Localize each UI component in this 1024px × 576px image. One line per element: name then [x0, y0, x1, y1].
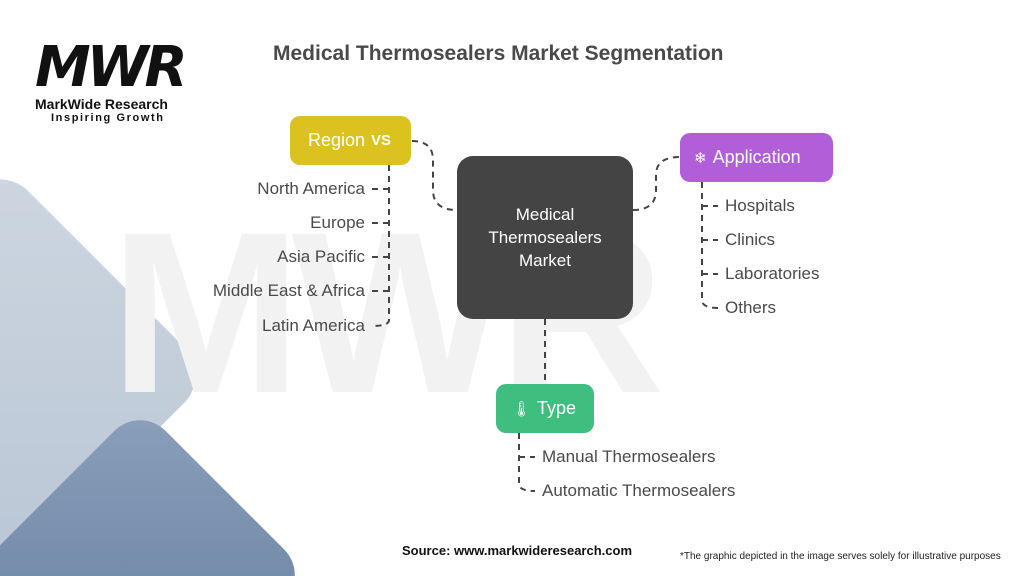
region-item: North America — [257, 179, 365, 198]
category-region: Region VS — [290, 116, 411, 165]
center-label: Medical Thermosealers Market — [488, 205, 602, 270]
logo-tagline: Inspiring Growth — [51, 112, 165, 124]
logo-mark: MWR — [35, 35, 188, 100]
application-item: Clinics — [725, 230, 776, 249]
category-application: ❄ Application — [680, 133, 833, 182]
application-item: Laboratories — [725, 264, 820, 283]
type-item: Manual Thermosealers — [542, 447, 716, 466]
application-item: Hospitals — [725, 196, 795, 215]
disclaimer-note: *The graphic depicted in the image serve… — [680, 551, 1001, 562]
thermometer-icon: 🌡 — [512, 400, 532, 418]
region-item: Middle East & Africa — [212, 281, 365, 300]
logo: MWR MarkWide Research Inspiring Growth — [35, 35, 195, 125]
logo-name: MarkWide Research — [35, 96, 168, 112]
category-label: Region — [308, 130, 366, 150]
page-title: Medical Thermosealers Market Segmentatio… — [273, 42, 724, 65]
region-item: Europe — [310, 213, 365, 232]
region-item: Latin America — [262, 316, 365, 335]
vs-icon: VS — [371, 132, 392, 149]
application-item: Others — [725, 298, 777, 317]
type-item: Automatic Thermosealers — [542, 481, 736, 500]
region-item: Asia Pacific — [277, 247, 365, 266]
center-node: Medical Thermosealers Market — [457, 156, 633, 319]
cold-transport-icon: ❄ — [694, 149, 707, 167]
source-text: Source: www.markwideresearch.com — [402, 543, 633, 558]
category-label: Type — [537, 398, 577, 418]
category-label: Application — [712, 147, 801, 167]
category-type: 🌡 Type — [496, 384, 594, 433]
